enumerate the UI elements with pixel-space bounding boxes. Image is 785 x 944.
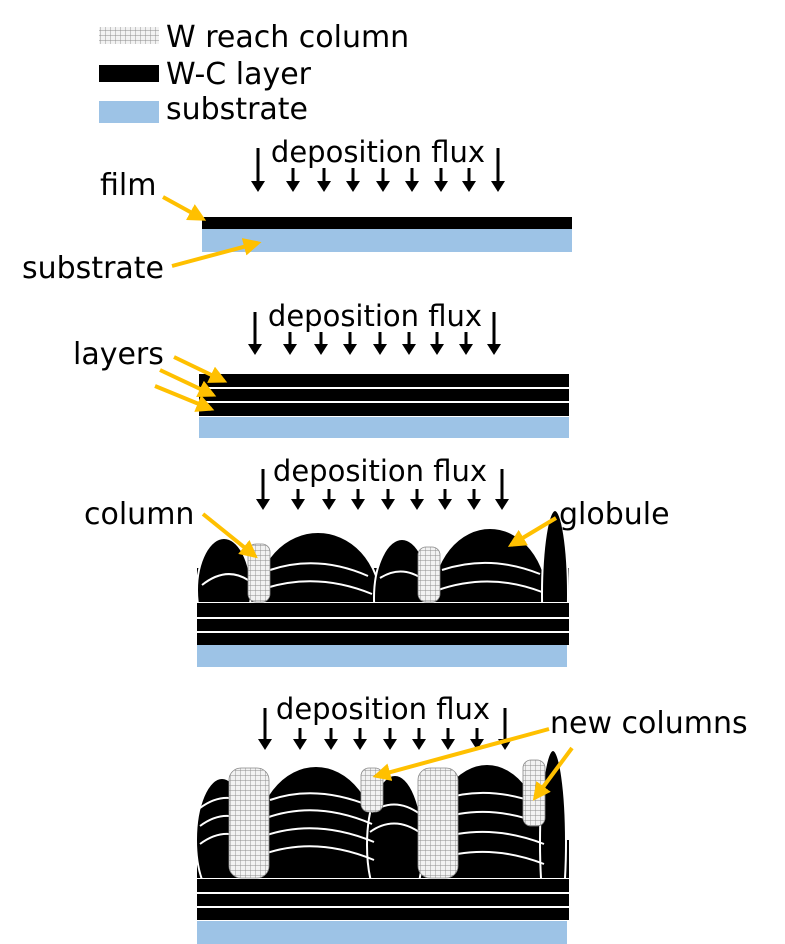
- layer-stack: [199, 374, 569, 416]
- flux-arrow: [412, 728, 426, 750]
- pointer-arrow: [507, 516, 558, 547]
- flux-arrow: [373, 332, 387, 355]
- flux-arrow: [491, 148, 505, 192]
- flux-arrow: [376, 168, 390, 192]
- layer-stack: [197, 879, 569, 920]
- legend-swatch-grid: [99, 27, 159, 44]
- label-layers: layers: [73, 337, 164, 372]
- w-column: [247, 543, 271, 603]
- flux-arrow: [256, 469, 270, 510]
- flux-arrow: [286, 168, 300, 192]
- pointer-arrow: [372, 727, 550, 781]
- pointer-arrow: [173, 355, 228, 383]
- flux-arrow: [438, 489, 452, 510]
- flux-arrow: [430, 332, 444, 355]
- flux-arrow: [251, 148, 265, 192]
- flux-arrow: [470, 728, 484, 750]
- legend-item-wc-layer: W-C layer: [99, 57, 312, 92]
- flux-arrow: [343, 332, 357, 355]
- wc-layer: [197, 879, 569, 892]
- pointer-arrow: [171, 238, 262, 268]
- label-film: film: [100, 168, 156, 203]
- legend-item-substrate: substrate: [99, 92, 308, 127]
- flux-arrow: [383, 728, 397, 750]
- flux-arrow: [402, 332, 416, 355]
- w-column: [417, 767, 459, 879]
- wc-layer: [197, 619, 569, 631]
- flux-label: deposition flux: [273, 454, 487, 488]
- flux-arrow: [324, 728, 338, 750]
- flux-label: deposition flux: [268, 299, 482, 333]
- panel-2: deposition flux layers: [73, 299, 569, 438]
- flux-arrow: [293, 728, 307, 750]
- flux-label: deposition flux: [271, 135, 485, 169]
- pointer-arrow: [162, 195, 207, 221]
- label-new-columns: new columns: [550, 706, 748, 741]
- pointer-arrow: [154, 384, 215, 412]
- substrate-layer: [202, 229, 572, 252]
- panel-4: deposition flux: [197, 692, 748, 944]
- substrate-layer: [197, 921, 567, 944]
- flux-arrow: [381, 489, 395, 510]
- label-substrate: substrate: [22, 251, 164, 286]
- layer-stack: [197, 603, 569, 645]
- legend-swatch-blue: [99, 101, 159, 123]
- flux-arrow: [314, 332, 328, 355]
- w-column: [228, 767, 270, 879]
- flux-arrow: [410, 489, 424, 510]
- flux-arrow: [258, 708, 272, 750]
- globule-layer: [197, 509, 569, 602]
- legend-label: substrate: [166, 92, 308, 127]
- wc-layer: [197, 894, 569, 906]
- wc-layer: [199, 389, 569, 401]
- flux-label: deposition flux: [276, 692, 490, 726]
- flux-arrow: [441, 728, 455, 750]
- wc-layer: [199, 403, 569, 416]
- legend-swatch-black: [99, 65, 159, 82]
- legend-label: W reach column: [166, 20, 409, 55]
- flux-arrow: [495, 469, 509, 510]
- flux-arrow: [322, 489, 336, 510]
- legend-item-w-column: W reach column: [99, 20, 409, 55]
- film-layer: [202, 217, 572, 229]
- pointer-arrow: [532, 746, 574, 801]
- flux-arrow: [434, 168, 448, 192]
- pointer-arrow: [159, 368, 217, 397]
- wc-layer: [197, 603, 569, 617]
- flux-arrow: [467, 489, 481, 510]
- flux-arrow: [405, 168, 419, 192]
- wc-layer: [199, 374, 569, 387]
- flux-arrow: [291, 489, 305, 510]
- flux-arrows: [251, 148, 505, 192]
- pointer-arrow: [201, 512, 258, 559]
- flux-arrow: [317, 168, 331, 192]
- w-column: [417, 546, 441, 603]
- legend-label: W-C layer: [166, 57, 312, 92]
- flux-arrow: [487, 312, 501, 355]
- substrate-layer: [199, 417, 569, 438]
- label-column: column: [84, 497, 194, 532]
- substrate-layer: [197, 645, 567, 667]
- flux-arrow: [462, 168, 476, 192]
- panel-3: deposition flux column: [84, 454, 670, 667]
- wc-layer: [197, 633, 569, 645]
- wc-layer: [197, 908, 569, 920]
- panel-1: deposition flux film substrate: [22, 135, 572, 286]
- flux-arrow: [346, 168, 360, 192]
- flux-arrow: [283, 332, 297, 355]
- legend: W reach column W-C layer substrate: [99, 20, 409, 127]
- flux-arrows: [256, 469, 509, 510]
- flux-arrow: [248, 312, 262, 355]
- flux-arrow: [459, 332, 473, 355]
- w-column: [522, 759, 546, 827]
- flux-arrow: [353, 728, 367, 750]
- flux-arrows: [248, 312, 501, 355]
- label-globule: globule: [559, 497, 670, 532]
- flux-arrow: [351, 489, 365, 510]
